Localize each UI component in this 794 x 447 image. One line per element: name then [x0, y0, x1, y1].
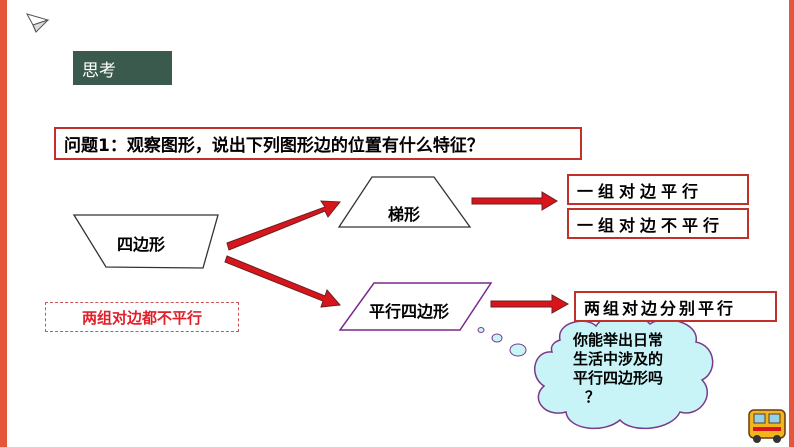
- think-badge: 思考: [73, 51, 172, 85]
- result-box-trapezoid-1: 一组对边平行: [567, 174, 749, 205]
- think-label: 思考: [82, 60, 116, 81]
- result-text-trapezoid-1: 一组对边平行: [577, 181, 704, 201]
- trapezoid-shape: [337, 176, 472, 228]
- result-text-parallelogram: 两组对边分别平行: [584, 298, 737, 318]
- arrow-to-parallelogram: [224, 255, 342, 308]
- paper-plane-icon: [25, 13, 50, 33]
- result-text-trapezoid-2: 一组对边不平行: [577, 215, 725, 235]
- cloud-line: 生活中涉及的: [573, 350, 664, 368]
- question-box: 问题1：观察图形，说出下列图形边的位置有什么特征？: [54, 127, 582, 160]
- left-frame-border: [0, 0, 7, 447]
- result-box-trapezoid-2: 一组对边不平行: [567, 208, 749, 239]
- quadrilateral-shape: [72, 214, 219, 269]
- cloud-line: 你能举出日常: [573, 331, 664, 349]
- cloud-line: 平行四边形吗: [573, 369, 664, 387]
- right-frame-border: [789, 0, 794, 447]
- result-box-parallelogram: 两组对边分别平行: [574, 291, 777, 322]
- trapezoid-label: 梯形: [388, 205, 421, 224]
- cloud-question: 你能举出日常 生活中涉及的 平行四边形吗 ？: [573, 331, 703, 407]
- thought-bubble-dots: [477, 327, 527, 357]
- parallelogram-label: 平行四边形: [369, 302, 450, 321]
- note-text: 两组对边都不平行: [81, 308, 202, 327]
- parallelogram-shape: [338, 282, 493, 331]
- school-bus-icon: [748, 409, 786, 443]
- quadrilateral-note: 两组对边都不平行: [45, 302, 239, 332]
- arrow-to-trapezoid: [226, 200, 341, 251]
- arrow-trapezoid-to-result: [471, 191, 558, 211]
- question-text: 问题1：观察图形，说出下列图形边的位置有什么特征？: [64, 136, 484, 156]
- cloud-line: ？: [585, 388, 601, 406]
- quadrilateral-label: 四边形: [117, 235, 166, 254]
- arrow-parallelogram-to-result: [490, 294, 570, 314]
